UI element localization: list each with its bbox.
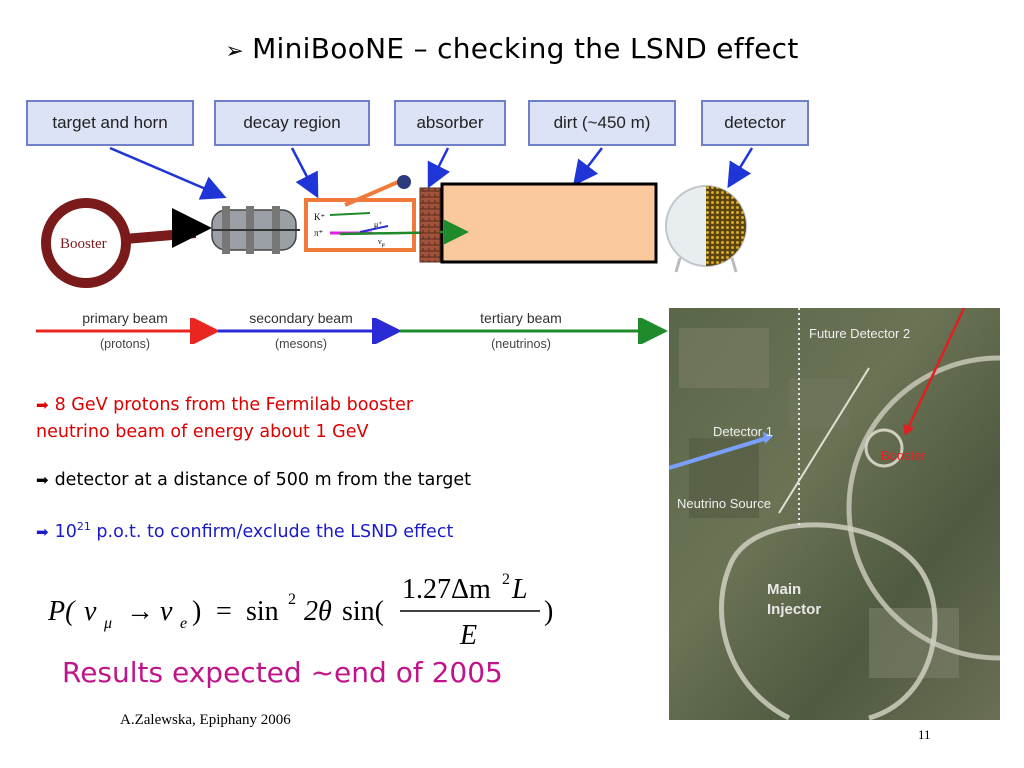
photo-label-neutrino-source: Neutrino Source xyxy=(677,496,771,511)
formula-numerator: 1.27Δm xyxy=(402,574,491,605)
dirt-block xyxy=(440,182,658,264)
svg-text:ν: ν xyxy=(160,596,173,627)
pointer-arrow-dirt xyxy=(572,147,603,186)
svg-text:2: 2 xyxy=(502,571,510,588)
detector-sphere xyxy=(665,185,747,273)
bullet-1-line1: 8 GeV protons from the Fermilab booster xyxy=(54,395,414,415)
arrow-right-icon: ➡ xyxy=(36,396,49,414)
formula-nu-mu: ν xyxy=(84,596,97,627)
svg-text:sin: sin xyxy=(246,596,279,627)
svg-text:sin(: sin( xyxy=(342,596,384,627)
label-dirt: dirt (~450 m) xyxy=(528,100,676,146)
pointer-arrow-absorber xyxy=(427,147,451,189)
tertiary-beam-label: tertiary beam xyxy=(480,310,562,326)
aerial-photo: Future Detector 2 Detector 1 Booster Neu… xyxy=(669,308,1000,720)
label-detector: detector xyxy=(701,100,809,146)
bullet-1: ➡ 8 GeV protons from the Fermilab booster… xyxy=(36,392,656,446)
results-text: Results expected ~end of 2005 xyxy=(62,656,503,689)
formula-denominator: E xyxy=(459,620,477,651)
title-bullet-icon: ➢ xyxy=(225,39,245,64)
photo-label-booster: Booster xyxy=(881,448,926,463)
kaon-label: K⁺ xyxy=(314,212,325,222)
label-absorber: absorber xyxy=(394,100,506,146)
bullet-3-rest: p.o.t. to confirm/exclude the LSND effec… xyxy=(90,521,454,542)
photo-label-detector1: Detector 1 xyxy=(713,424,773,439)
bullet-3: ➡ 1021 p.o.t. to confirm/exclude the LSND… xyxy=(36,513,676,546)
absorber-block xyxy=(419,187,441,263)
label-target-and-horn: target and horn xyxy=(26,100,194,146)
svg-text:): ) xyxy=(192,596,201,627)
pointer-arrow-decay xyxy=(290,147,319,199)
bullet-2: ➡ detector at a distance of 500 m from th… xyxy=(36,467,676,494)
pointer-arrow-detector xyxy=(727,147,754,189)
page-number: 11 xyxy=(918,727,931,742)
decay-region-box xyxy=(304,198,416,252)
secondary-beam-label: secondary beam xyxy=(249,310,353,326)
beamline-diagram: Booster K⁺ π⁺ μ⁺ νμ xyxy=(41,146,754,288)
pointer-arrow-target xyxy=(109,146,227,200)
svg-text:P(: P( xyxy=(47,596,76,627)
photo-label-future-detector: Future Detector 2 xyxy=(809,326,910,341)
svg-text:→: → xyxy=(126,596,154,627)
footer-author: A.Zalewska, Epiphany 2006 xyxy=(120,712,291,728)
primary-beam-sub: (protons) xyxy=(99,337,151,351)
svg-text:2: 2 xyxy=(288,591,296,608)
arrow-right-icon: ➡ xyxy=(36,522,49,541)
svg-text:L: L xyxy=(511,574,528,605)
svg-text:2θ: 2θ xyxy=(304,596,332,627)
photo-label-injector: Injector xyxy=(767,601,821,618)
slide-title: ➢ MiniBooNE – checking the LSND effect xyxy=(0,32,1024,65)
arrow-right-icon: ➡ xyxy=(36,471,49,489)
target-horn xyxy=(211,206,300,254)
svg-text:=: = xyxy=(216,596,232,627)
pion-label: π⁺ xyxy=(314,228,324,238)
label-decay-region: decay region xyxy=(214,100,370,146)
beam-type-bar xyxy=(36,318,668,344)
secondary-beam-sub: (mesons) xyxy=(274,337,328,351)
title-text: MiniBooNE – checking the LSND effect xyxy=(252,32,799,65)
svg-text:e: e xyxy=(180,615,187,632)
oscillation-formula: P( ν μ → ν e ) = sin 2 2θ sin( 1.27Δm 2 … xyxy=(47,571,553,651)
bullet-3-sup: 21 xyxy=(76,520,91,533)
booster-label: Booster xyxy=(60,236,107,252)
muon-label: μ⁺ xyxy=(374,220,383,229)
svg-text:): ) xyxy=(544,596,553,627)
neutrino-label: νμ xyxy=(378,237,385,248)
bullet-1-line2: neutrino beam of energy about 1 GeV xyxy=(36,422,369,442)
bullet-3-base: 10 xyxy=(54,521,77,542)
tertiary-beam-sub: (neutrinos) xyxy=(491,337,551,351)
photo-label-main: Main xyxy=(767,581,801,598)
primary-beam-label: primary beam xyxy=(82,310,168,326)
bullet-2-text: detector at a distance of 500 m from the… xyxy=(54,470,471,490)
svg-text:μ: μ xyxy=(103,615,112,632)
